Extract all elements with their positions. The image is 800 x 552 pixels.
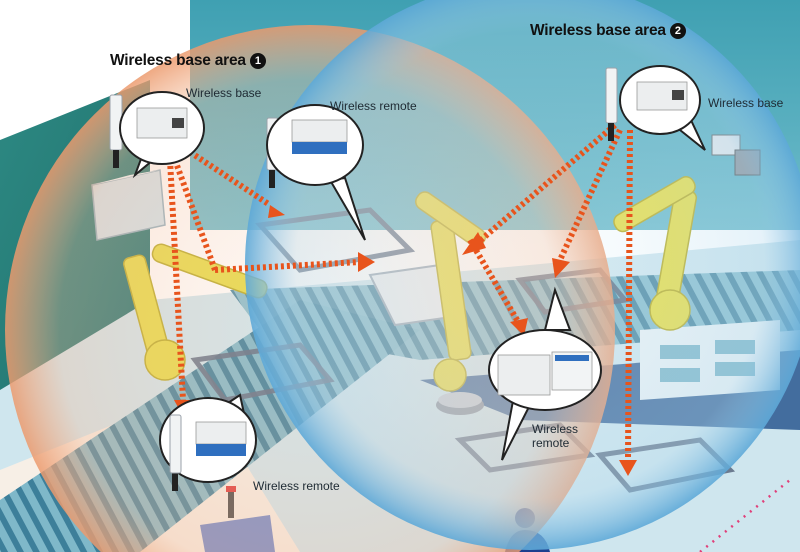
area-2-number-badge: 2 <box>669 23 686 39</box>
label-wireless-remote-top: Wireless remote <box>330 99 417 113</box>
label-wireless-remote-center: Wireless remote <box>532 422 579 450</box>
callout-remote-bottom <box>159 393 257 483</box>
callout-base-2 <box>619 65 706 151</box>
area-2-title-text: Wireless base area <box>530 22 666 39</box>
area-1-number-badge: 1 <box>249 53 266 69</box>
area-1-title-text: Wireless base area <box>110 52 246 69</box>
signal-arrows <box>167 122 637 476</box>
callout-remote-center <box>488 286 602 461</box>
label-wireless-base-2: Wireless base <box>708 96 784 110</box>
callout-base-1 <box>119 91 205 179</box>
label-wireless-remote-bottom: Wireless remote <box>253 479 340 493</box>
label-wireless-base-1: Wireless base <box>186 86 262 100</box>
callout-remote-top <box>266 104 366 241</box>
